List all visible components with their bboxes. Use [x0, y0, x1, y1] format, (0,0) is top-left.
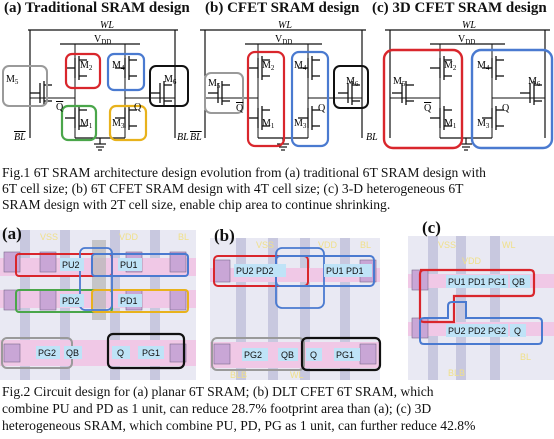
layout-b-pupd2: PU2 PD2 — [236, 266, 274, 276]
layout-b-blb: BLB — [230, 370, 247, 380]
layout-c-q: Q — [514, 326, 521, 336]
layout-c-bottom-unit: PU2 PD2 PG2 — [448, 326, 506, 336]
fig1-schematics: WL VDD M2 M1 M4 M3 M5 M6 Q Q BL BL — [2, 20, 554, 151]
label-vdd-a: VDD — [94, 34, 111, 46]
fig1-caption-line-1: Fig.1 6T SRAM architecture design evolut… — [2, 165, 486, 180]
label-m6-b: M6 — [346, 76, 359, 88]
label-m6-a: M6 — [164, 74, 177, 86]
layout-a-pd1: PD1 — [120, 296, 138, 306]
fig2-layouts: VDD BL VSS PU2 PU1 PD2 PD1 PG2 QB Q PG1 — [0, 230, 554, 380]
layout-b-vdd: VDD — [318, 240, 338, 250]
layout-a-pu2: PU2 — [62, 260, 80, 270]
layout-a: VDD BL VSS PU2 PU1 PD2 PD1 PG2 QB Q PG1 — [0, 230, 196, 380]
layout-b-qb: QB — [281, 350, 294, 360]
layout-c-vss: VSS — [438, 240, 456, 250]
label-wl-c: WL — [462, 20, 476, 31]
layout-c-qb: QB — [512, 277, 525, 287]
layout-a-pg2: PG2 — [38, 348, 56, 358]
fig2-caption-line-1: Fig.2 Circuit design for (a) planar 6T S… — [2, 384, 434, 399]
schematic-c: WL VDD M2 M1 M4 M3 M5 M6 Q Q — [382, 20, 554, 151]
fig2-panel-a-label: (a) — [2, 224, 22, 243]
fig1-panel-c-title: (c) 3D CFET SRAM design — [372, 0, 547, 16]
label-wl-b: WL — [278, 20, 292, 31]
layout-b-pupd1: PU1 PD1 — [326, 266, 364, 276]
fig1-panel-a-title: (a) Traditional SRAM design — [4, 0, 190, 16]
label-m6-c: M6 — [528, 76, 541, 88]
label-m4-c: M4 — [477, 60, 490, 72]
layout-c-wl: WL — [502, 240, 516, 250]
fig2-panel-b-label: (b) — [214, 226, 235, 245]
label-m3-a: M3 — [112, 118, 125, 130]
layout-c-blb: BLB — [448, 368, 465, 378]
fig2-caption-line-2: combine PU and PD as 1 unit, can reduce … — [2, 401, 432, 416]
label-vdd-b: VDD — [275, 34, 292, 46]
layout-b-bl: BL — [360, 240, 371, 250]
label-m5-a: M5 — [6, 74, 19, 86]
layout-a-pg1: PG1 — [142, 348, 160, 358]
layout-b-vss: VSS — [256, 240, 274, 250]
layout-c-vdd: VDD — [462, 256, 482, 266]
label-vdd-c: VDD — [458, 34, 475, 46]
label-m2-a: M2 — [80, 60, 93, 72]
label-m2-c: M2 — [444, 60, 457, 72]
label-q-c: Q — [502, 103, 510, 114]
label-wl-a: WL — [100, 20, 114, 31]
layout-a-pu1: PU1 — [120, 260, 138, 270]
label-m4-a: M4 — [112, 60, 125, 72]
layout-b-pg1: PG1 — [336, 350, 354, 360]
schematic-a: WL VDD M2 M1 M4 M3 M5 M6 Q Q BL BL — [2, 20, 189, 151]
fig1-panel-b-title: (b) CFET SRAM design — [205, 0, 360, 16]
layout-b-pg2: PG2 — [244, 350, 262, 360]
label-bl-b: BL — [366, 132, 378, 143]
label-m1-b: M1 — [262, 118, 275, 130]
label-q-b: Q — [318, 103, 326, 114]
layout-b: VSS VDD BL BLB WL PU2 PD2 PU1 PD1 PG2 QB… — [210, 238, 382, 380]
label-m4-b: M4 — [294, 60, 307, 72]
label-m1-c: M1 — [444, 118, 457, 130]
layout-a-bl: BL — [178, 232, 189, 242]
layout-b-wl: WL — [290, 370, 304, 380]
label-m5-c: M5 — [393, 76, 406, 88]
label-m1-a: M1 — [80, 118, 93, 130]
layout-a-q: Q — [117, 348, 124, 358]
label-m3-c: M3 — [477, 118, 490, 130]
layout-a-vdd: VDD — [119, 232, 139, 242]
label-q-a: Q — [134, 102, 142, 113]
layout-a-pd2: PD2 — [62, 296, 80, 306]
label-m5-b: M5 — [208, 78, 221, 90]
layout-b-q: Q — [310, 350, 317, 360]
fig1-caption-line-2: 6T cell size; (b) 6T CFET SRAM design wi… — [2, 181, 464, 196]
label-m3-b: M3 — [294, 118, 307, 130]
layout-a-qb: QB — [66, 348, 79, 358]
label-bl-a: BL — [177, 132, 189, 143]
layout-c-bl: BL — [520, 352, 531, 362]
label-qb-b: Q — [236, 103, 244, 114]
label-qb-a: Q — [56, 102, 64, 113]
label-blb-a: BL — [14, 132, 26, 143]
layout-c-top-unit: PU1 PD1 PG1 — [448, 277, 506, 287]
layout-a-vss: VSS — [40, 232, 58, 242]
fig2-caption-line-3: heterogeneous SRAM, which combine PU, PD… — [2, 418, 476, 433]
fig2-panel-c-label: (c) — [422, 218, 441, 237]
label-m2-b: M2 — [262, 60, 275, 72]
schematic-b: WL VDD M2 M1 M4 M3 M5 M6 Q Q BL BL — [190, 20, 378, 151]
label-blb-b: BL — [190, 132, 202, 143]
label-qb-c: Q — [424, 103, 432, 114]
fig1-caption-line-3: SRAM design with 2T cell size, enable ch… — [2, 197, 391, 212]
layout-c: VSS WL VDD BL BLB PU1 PD1 PG1 QB PU2 PD2… — [408, 236, 554, 380]
